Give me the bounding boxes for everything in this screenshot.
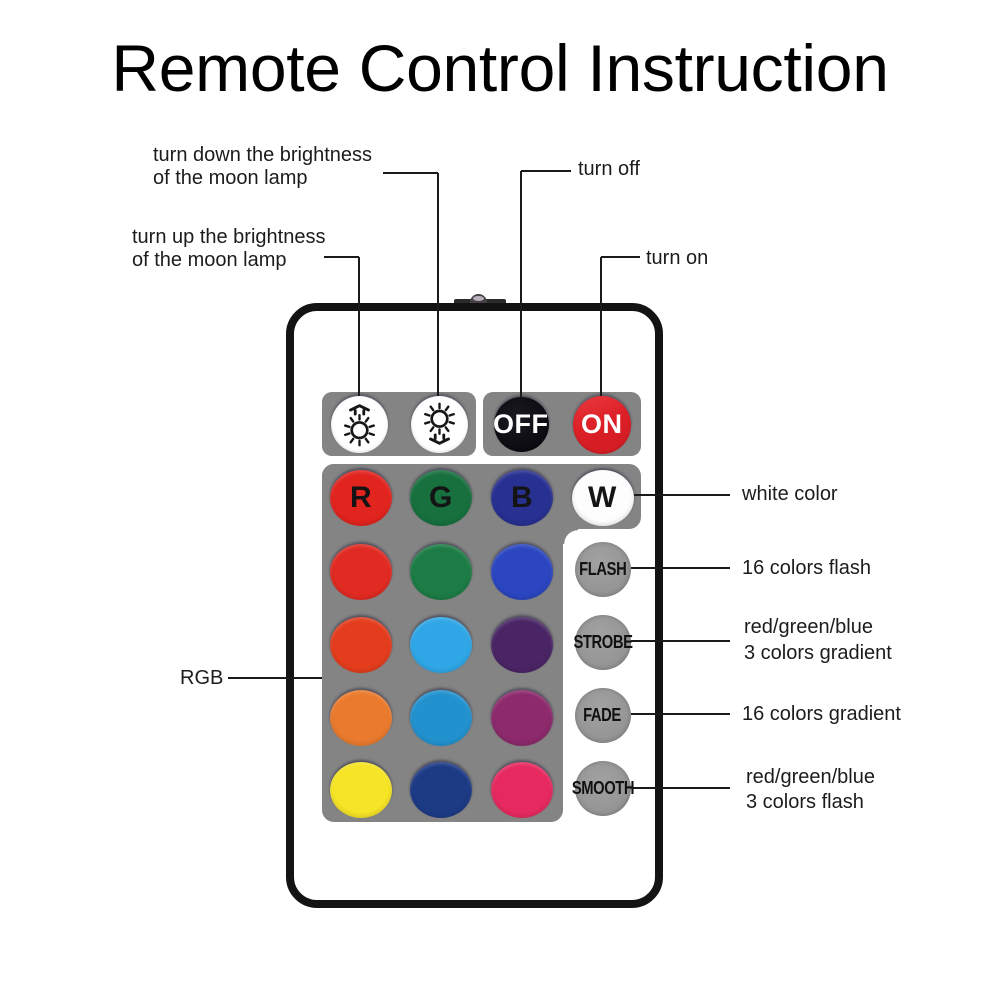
color-key-r3c1[interactable] xyxy=(330,617,392,673)
on-label: ON xyxy=(580,409,623,439)
callout-pointer-turn-off-h xyxy=(521,170,571,172)
callout-label-turn-off: turn off xyxy=(578,158,640,181)
fade-label: FADE xyxy=(583,704,622,725)
callout-pointer-turn-off-v xyxy=(519,171,522,397)
color-key-r4c3[interactable] xyxy=(490,690,553,746)
callout-label-smooth: red/green/blue 3 colors flash xyxy=(746,765,875,815)
callout-line-text: red/green/blue xyxy=(746,766,875,788)
callout-pointer-rgb-h xyxy=(228,677,322,679)
callout-line-text: white color xyxy=(742,483,838,505)
color-key-r2c1[interactable] xyxy=(330,544,392,600)
smooth-button[interactable]: SMOOTH xyxy=(571,760,634,816)
callout-line-text: 16 colors gradient xyxy=(742,703,901,725)
smooth-label: SMOOTH xyxy=(571,777,634,798)
callout-pointer-smooth-h xyxy=(631,787,730,789)
key-r-button[interactable]: R xyxy=(330,470,392,526)
callout-line-text: 3 colors flash xyxy=(746,791,864,813)
callout-pointer-brightness-down-v xyxy=(436,173,439,396)
color-panel-fillet xyxy=(563,529,578,544)
on-button[interactable]: ON xyxy=(572,395,631,454)
key-letter: R xyxy=(350,481,372,514)
strobe-label: STROBE xyxy=(572,631,633,652)
callout-pointer-strobe-h xyxy=(631,640,730,642)
color-key-r3c2[interactable] xyxy=(410,617,472,673)
callout-label-fade: 16 colors gradient xyxy=(742,703,901,726)
callout-label-strobe: red/green/blue 3 colors gradient xyxy=(744,614,892,666)
color-key-r4c1[interactable] xyxy=(330,690,392,746)
flash-button[interactable]: FLASH xyxy=(574,541,631,597)
color-key-r5c1[interactable] xyxy=(330,762,392,818)
brightness-down-button[interactable] xyxy=(411,396,468,453)
callout-pointer-flash-h xyxy=(631,567,730,569)
callout-line-text: 16 colors flash xyxy=(742,557,871,579)
callout-label-rgb: RGB xyxy=(180,667,223,690)
callout-label-flash: 16 colors flash xyxy=(742,557,871,580)
brightness-up-button[interactable] xyxy=(331,396,388,453)
strobe-button[interactable]: STROBE xyxy=(572,614,633,670)
key-letter: B xyxy=(510,481,533,514)
ir-led-highlight xyxy=(473,296,484,301)
color-key-r2c3[interactable] xyxy=(490,544,553,600)
color-key-r5c3[interactable] xyxy=(490,762,553,818)
callout-line-text: of the moon lamp xyxy=(132,249,287,271)
callout-line-text: of the moon lamp xyxy=(153,167,308,189)
callout-line-text: red/green/blue xyxy=(744,616,873,638)
callout-pointer-brightness-down-h xyxy=(383,172,438,174)
off-label: OFF xyxy=(493,409,549,439)
key-letter: G xyxy=(429,481,453,514)
key-letter: W xyxy=(588,481,617,514)
key-g-button[interactable]: G xyxy=(410,470,472,526)
callout-label-white-color: white color xyxy=(742,483,838,506)
page-title: Remote Control Instruction xyxy=(111,31,889,105)
callout-line-text: 3 colors gradient xyxy=(744,642,892,664)
callout-pointer-turn-on-h xyxy=(601,256,640,258)
color-key-r3c3[interactable] xyxy=(490,617,553,673)
callout-line-text: turn off xyxy=(578,158,640,180)
color-key-r5c2[interactable] xyxy=(410,762,472,818)
color-key-r2c2[interactable] xyxy=(410,544,472,600)
ir-led-dome xyxy=(470,294,487,305)
color-key-r4c2[interactable] xyxy=(410,690,472,746)
callout-pointer-brightness-up-v xyxy=(357,257,360,396)
key-b-button[interactable]: B xyxy=(490,470,553,526)
flash-label: FLASH xyxy=(578,558,627,579)
brightness-up-icon xyxy=(331,396,388,453)
off-button[interactable]: OFF xyxy=(493,397,549,452)
callout-pointer-white-color-h xyxy=(634,494,730,496)
key-w-button[interactable]: W xyxy=(571,470,634,526)
brightness-down-icon xyxy=(411,396,468,453)
callout-label-turn-on: turn on xyxy=(646,247,708,270)
callout-line-text: RGB xyxy=(180,667,224,689)
callout-line-text: turn on xyxy=(646,247,709,269)
callout-pointer-fade-h xyxy=(631,713,730,715)
callout-line-text: turn down the brightness xyxy=(153,144,373,166)
callout-line-text: turn up the brightness xyxy=(132,226,326,248)
callout-pointer-brightness-up-h xyxy=(324,256,359,258)
fade-button[interactable]: FADE xyxy=(574,687,631,743)
callout-pointer-turn-on-v xyxy=(599,257,602,396)
